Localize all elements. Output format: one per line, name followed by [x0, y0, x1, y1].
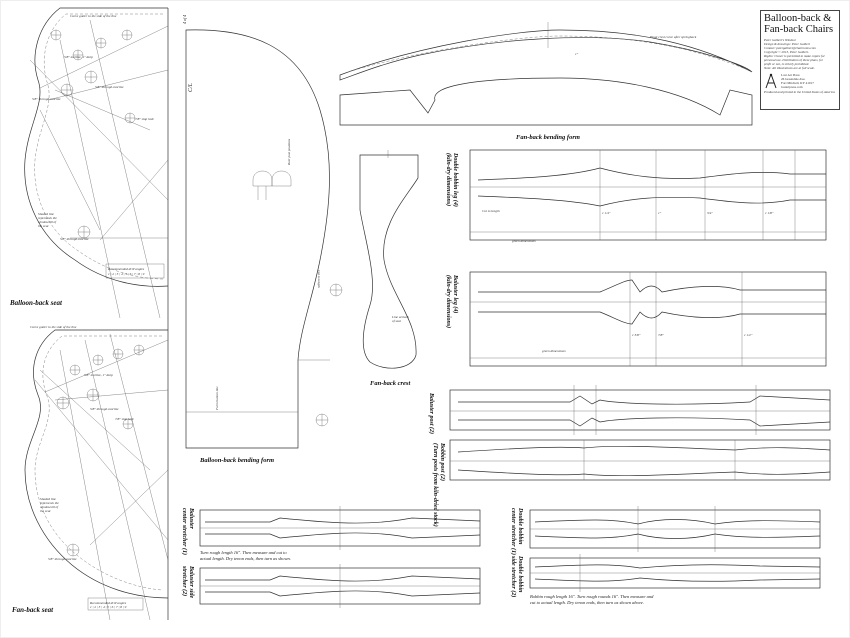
publisher-name: Lost Art Press	[781, 73, 800, 77]
fan-crest-label: Fan-back crest	[370, 380, 410, 387]
fan-through-mortise: 5/8" through-mortise	[90, 407, 119, 411]
title-rights-4: Note: All illustrations are at full scal…	[764, 66, 815, 70]
str4-label-a: Double bobbin	[517, 555, 523, 593]
str1-label-b: center stretcher (1)	[181, 508, 188, 555]
leg1-tick-a: 1 1/4"	[602, 211, 611, 215]
baluster-side-stretcher: Baluster side stretcher (2)	[181, 564, 481, 608]
rear-post-note: Rear post positions	[287, 138, 291, 166]
form-page-num: 4 of 4	[182, 15, 187, 24]
fan-legend-b: 1 | 2 | 3 | 4 | 5 | 6 | 7 | 8 | 9	[90, 605, 127, 609]
fan-form-label: Fan-back bending form	[516, 134, 580, 141]
fan-form-mark: 1"	[575, 52, 579, 56]
balloon-stop-mortise: 5/8" mortise, 1" deep	[64, 55, 93, 60]
balloon-through-3: 5/8" through-mortise	[60, 237, 89, 241]
balloon-stop-hole: 7/8" stop hole	[135, 117, 154, 121]
balloon-gutter-note: Carve gutter to the side of the line	[70, 14, 117, 18]
leg1-cut: Cut to length	[482, 209, 500, 213]
fan-shaded-d: the seat	[40, 509, 52, 513]
fan-stop-hole: 7/8" stop hole	[115, 417, 134, 421]
leg1-tick-d: 1 1/8"	[765, 211, 774, 215]
fan-shaded-b: represents the	[40, 501, 59, 505]
fan-gutter-note: Carve gutter to the side of the line	[30, 325, 77, 329]
bobbin-post: Bobbin post (2) (Turn posts from kiln-dr…	[432, 439, 831, 527]
baluster-post: Baluster post (2)	[428, 385, 831, 435]
title-rights-1: Rights: Owner is permitted to make copie…	[764, 54, 825, 58]
fan-shaded-a: Shaded line	[40, 497, 56, 501]
double-bobbin-leg: Double bobbin leg (4) (kiln-dry dimensio…	[445, 149, 827, 243]
str1-dir-b: actual length. Dry tenon ends, then turn…	[200, 556, 291, 562]
crest-note-b: of seat	[392, 319, 402, 323]
balloon-form-label: Balloon-back bending form	[199, 457, 274, 464]
balloon-legend-a: Recommended drill angles	[107, 267, 145, 271]
leg2-tick-c: 1 1/2"	[744, 333, 753, 337]
leg1-tick-c: 3/4"	[707, 211, 713, 215]
balloon-through-mortise-2: 5/8" through-mortise	[32, 97, 61, 101]
balloon-seat-pattern: Carve gutter to the side of the line 5/8…	[9, 7, 169, 319]
form-side-note: Cut to length	[317, 270, 321, 288]
leg2-tick-b: 7/8"	[658, 333, 664, 337]
title-contact: Contact: petergalbert@chairnotes.com	[764, 46, 816, 50]
publisher-address-2: Fort Mitchell, KY 41017	[781, 81, 814, 85]
leg1-green: green dimensions	[512, 239, 536, 243]
leg1-label-b: (kiln-dry dimensions)	[445, 153, 452, 206]
compass-logo-icon	[765, 73, 777, 89]
str3-label-a: Double bobbin	[517, 507, 523, 545]
title-line-2: Fan-back Chairs	[764, 24, 834, 35]
balloon-shaded-a: Shaded line	[38, 212, 54, 216]
fan-crest-pattern: Line at back of seat Fan-back crest	[359, 150, 419, 387]
str3-label-b: center stretcher (1)	[510, 508, 517, 555]
balloon-shaded-b: represents the	[38, 216, 57, 220]
fan-shaded-c: windowsill of	[40, 505, 59, 509]
leg2-tick-a: 1 3/8"	[632, 333, 641, 337]
leg2-label-a: Baluster leg (4)	[452, 274, 459, 313]
title-line-1: Balloon-back &	[764, 13, 832, 24]
post2-label-b: (Turn posts from kiln-dried stock)	[432, 443, 439, 527]
str2-label-a: Baluster side	[188, 565, 194, 599]
balloon-shaded-c: windowsill of	[38, 220, 57, 224]
form-centerline: C/L	[188, 82, 194, 92]
fan-bending-form: Final crest curve after springback 1" Fa…	[339, 22, 753, 141]
str4-dir-d: cut to actual length. Dry tenon ends, th…	[530, 600, 644, 606]
title-designer: Peter Galbert's Windsor	[764, 38, 797, 42]
leg1-tick-b: 1"	[658, 211, 662, 215]
double-bobbin-side-stretcher: Double bobbin side stretcher (2) Bobbin …	[510, 554, 821, 606]
print-note: Produced and printed in the United State…	[764, 90, 835, 94]
leg2-green: green dimensions	[542, 349, 566, 353]
balloon-through-mortise: 5/8" through-mortise	[95, 85, 124, 89]
str2-label-b: stretcher (2)	[181, 565, 188, 596]
publisher-block: Lost Art Press 26 Greendale Ave. Fort Mi…	[764, 73, 836, 89]
fan-stop-mortise: 5/8" mortise, 1" deep	[84, 373, 113, 378]
str4-label-b: side stretcher (2)	[510, 555, 517, 597]
double-bobbin-center-stretcher: Double bobbin center stretcher (1)	[510, 506, 821, 555]
baluster-center-stretcher: Baluster center stretcher (1) Turn rough…	[181, 506, 481, 562]
str4-dir-c: Bobbin rough length 16". Turn rough roun…	[530, 594, 654, 599]
leg1-label-a: Double bobbin leg (4)	[452, 152, 459, 207]
title-copyright: Copyright © 2013, Peter Galbert.	[764, 50, 809, 54]
publisher-web: lostartpress.com	[781, 85, 803, 89]
balloon-legend-b: 1 | 2 | 3 | 4 | 5 | 6 | 7 | 8 | 9	[108, 272, 145, 276]
title-rights-3: profit or not, is strictly prohibited.	[764, 62, 810, 66]
form-bottom-note: Form bottom line	[215, 386, 219, 411]
fan-seat-pattern: Carve gutter to the side of the line 5/8…	[12, 318, 169, 621]
title-block: Balloon-back & Fan-back Chairs Peter Gal…	[760, 10, 840, 110]
fan-seat-label: Fan-back seat	[12, 606, 54, 614]
fan-legend-a: Recommended drill angles	[89, 601, 127, 605]
str1-label-a: Baluster	[188, 507, 194, 530]
balloon-seat-label: Balloon-back seat	[9, 299, 63, 307]
final-curve-note: Final crest curve after springback	[649, 35, 697, 39]
title-drawing: Design & drawings: Peter Galbert	[764, 42, 810, 46]
publisher-address-1: 26 Greendale Ave.	[781, 77, 806, 81]
post1-label: Baluster post (2)	[428, 392, 435, 434]
baluster-leg: Baluster leg (4) (kiln-dry dimensions) g…	[445, 271, 827, 367]
post2-label-a: Bobbin post (2)	[439, 442, 446, 481]
fan-through-2: 5/8" through-mortise	[48, 557, 77, 561]
str1-dir-a: Turn rough length 16". Then measure and …	[200, 550, 287, 555]
balloon-shaded-d: the seat	[38, 224, 50, 228]
balloon-bending-form: 4 of 4 C/L Rear post positions Form bott…	[182, 15, 343, 464]
crest-note-a: Line at back	[391, 315, 409, 319]
leg2-label-b: (kiln-dry dimensions)	[445, 275, 452, 328]
title-rights-2: personal use. Distribution of these plan…	[764, 58, 823, 62]
